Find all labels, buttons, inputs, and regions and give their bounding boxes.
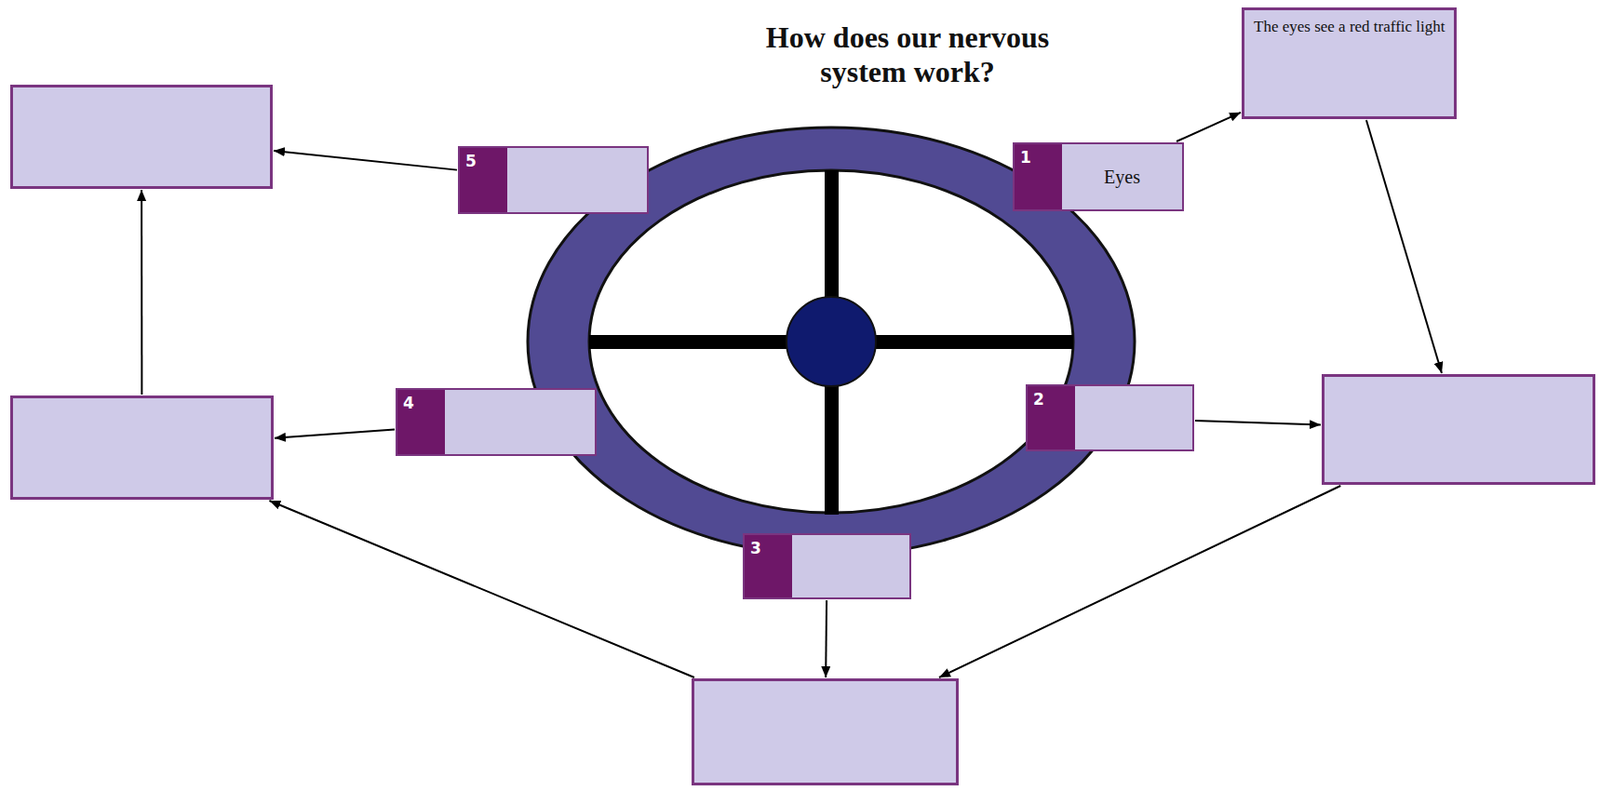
arrow-connector (268, 500, 694, 678)
arrow-connector (1366, 120, 1442, 374)
arrow-connector (939, 485, 1341, 678)
answer-box: The eyes see a red traffic light (1241, 7, 1457, 120)
answer-box (691, 678, 959, 786)
arrow-connector (1176, 112, 1241, 142)
arrow-connector (140, 189, 143, 395)
answer-box (10, 395, 274, 500)
answer-box (10, 84, 273, 189)
arrow-connector (274, 429, 395, 438)
box-label: The eyes see a red traffic light (1253, 17, 1445, 37)
callout-number: 1 (1014, 144, 1063, 210)
callout-number: 3 (744, 535, 793, 598)
wheel-hub (786, 296, 876, 387)
numbered-box: 1Eyes (1012, 142, 1184, 212)
arrow-connector (824, 600, 828, 678)
callout-number: 4 (397, 389, 445, 455)
numbered-box: 3 (742, 533, 912, 600)
blank-area (792, 535, 910, 598)
blank-area (444, 389, 595, 455)
numbered-box: 2 (1025, 384, 1195, 452)
callout-number: 5 (459, 147, 508, 213)
diagram-title: How does our nervous system work? (735, 20, 1080, 90)
numbered-box: 4 (395, 388, 597, 457)
answer-box (1321, 374, 1596, 485)
arrow-connector (273, 150, 458, 171)
blank-area (507, 147, 647, 213)
numbered-box: 5 (457, 146, 649, 215)
box-label: Eyes (1062, 144, 1183, 210)
callout-number: 2 (1027, 386, 1076, 450)
blank-area (1075, 386, 1193, 450)
arrow-connector (1195, 420, 1321, 426)
